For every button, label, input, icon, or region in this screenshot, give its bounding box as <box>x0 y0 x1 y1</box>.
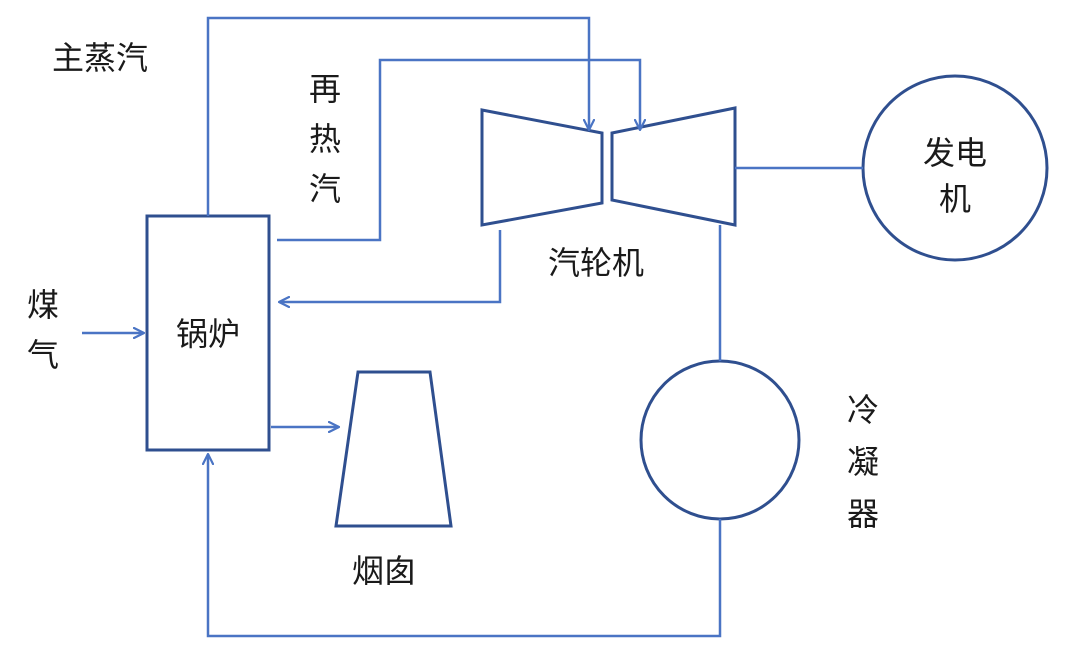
turbine-left-section <box>480 108 604 227</box>
turbine-return-line <box>279 230 502 302</box>
condenser-circle <box>639 359 801 521</box>
generator-label: 发电机 <box>922 134 987 218</box>
condenser-return-line <box>208 454 722 638</box>
boiler-label: 锅炉 <box>176 315 241 353</box>
chimney-shape <box>334 370 453 528</box>
coal-gas-label: 煤气 <box>26 286 59 374</box>
reheat-steam-line <box>277 58 640 242</box>
chimney-label: 烟囱 <box>352 552 417 590</box>
turbine-label: 汽轮机 <box>548 244 645 282</box>
turbine-right-section <box>610 106 737 227</box>
main-steam-line <box>206 16 589 216</box>
condenser-label: 冷凝器 <box>846 391 879 533</box>
reheat-steam-label: 再热汽 <box>308 70 341 208</box>
main-steam-label: 主蒸汽 <box>52 39 149 77</box>
